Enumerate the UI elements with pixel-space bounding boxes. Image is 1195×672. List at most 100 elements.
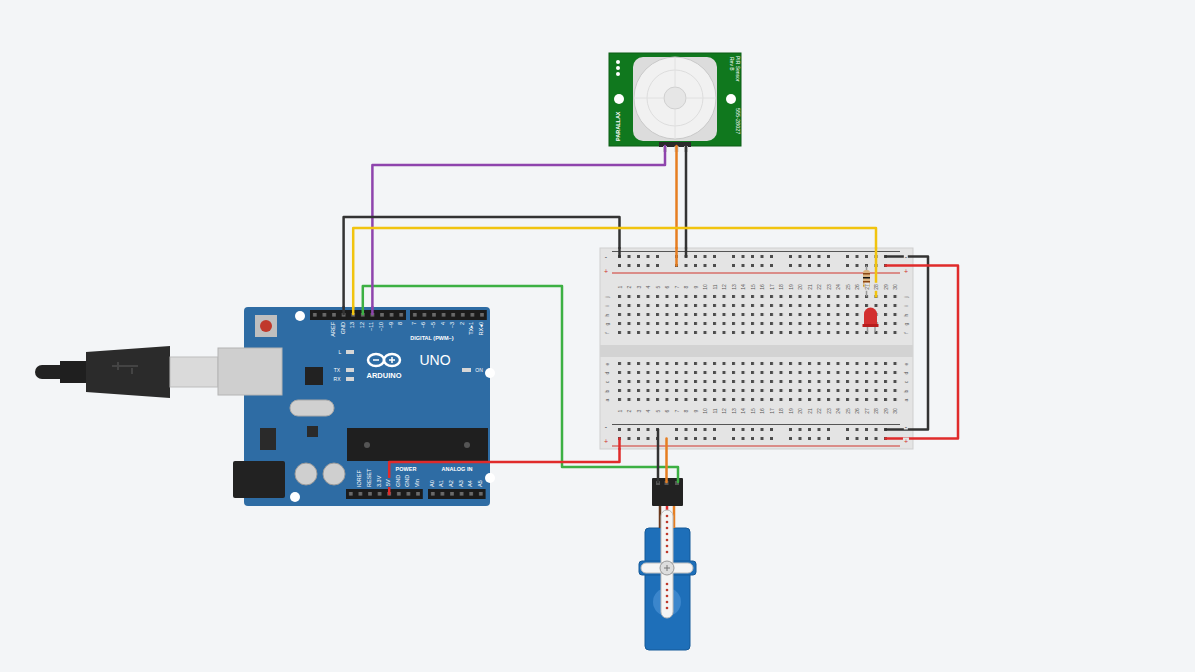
breadboard-label: e (605, 361, 610, 366)
breadboard-label: 29 (883, 283, 888, 291)
breadboard-label: 2 (627, 285, 632, 290)
breadboard-label: 28 (874, 407, 879, 415)
breadboard-label: h (904, 312, 909, 317)
pir-sensor-illustration (609, 53, 741, 152)
breadboard-label: e (904, 361, 909, 366)
board-label: ~11 (370, 322, 376, 331)
ground-wire (344, 217, 620, 307)
board-label: GND (396, 475, 402, 487)
breadboard-label: 20 (798, 283, 803, 291)
breadboard-label: 26 (855, 283, 860, 291)
board-label: 2 (460, 322, 466, 325)
breadboard-label: - (904, 253, 908, 260)
breadboard-label: 21 (807, 283, 812, 291)
breadboard-label: 27 (864, 407, 869, 415)
breadboard-label: 26 (855, 407, 860, 415)
sensor-label: Rev B (729, 57, 734, 71)
breadboard-label: c (605, 379, 610, 384)
breadboard-label: 4 (646, 409, 651, 414)
breadboard-label: 5 (655, 285, 660, 290)
board-label: ANALOG IN (442, 467, 473, 473)
board-label: A2 (449, 480, 455, 487)
breadboard-label: 13 (731, 283, 736, 291)
breadboard-label: j (605, 295, 610, 298)
board-label: Vin (415, 479, 421, 487)
breadboard-label: 25 (845, 283, 850, 291)
breadboard-label: a (904, 397, 909, 402)
breadboard-label: - (604, 423, 608, 430)
board-label: RX◂0 (479, 322, 485, 335)
board-label: RESET (367, 469, 373, 487)
board-label: AREF (331, 322, 337, 337)
breadboard-label: 1 (617, 285, 622, 290)
breadboard-label: 29 (883, 407, 888, 415)
breadboard-label: 24 (836, 283, 841, 291)
arduino-board: AREFGND1312~11~10~987~6~54~32TX▸1RX◂0DIG… (244, 307, 490, 506)
breadboard-label: + (903, 438, 909, 445)
breadboard-label: 18 (779, 407, 784, 415)
breadboard-label: 9 (693, 409, 698, 414)
breadboard-label: 11 (712, 407, 717, 414)
breadboard-label: f (904, 331, 909, 334)
breadboard-label: 19 (788, 407, 793, 415)
sensor-label: PARALLAX (616, 111, 622, 141)
breadboard-label: 18 (779, 283, 784, 291)
breadboard-label: 4 (646, 285, 651, 290)
breadboard-label: 2 (627, 409, 632, 414)
board-label: GND (341, 322, 347, 334)
breadboard-label: g (904, 321, 909, 326)
board-label: GND (406, 475, 412, 487)
breadboard-label: b (904, 388, 909, 393)
breadboard-label: 27 (864, 283, 869, 291)
breadboard-label: j (904, 295, 909, 298)
breadboard-label: 15 (750, 283, 755, 291)
board-label: 13 (350, 322, 356, 328)
power-wire (389, 449, 619, 494)
breadboard-label: 23 (826, 407, 831, 415)
breadboard-label: g (605, 321, 610, 326)
breadboard-label: 14 (741, 407, 746, 415)
breadboard-label: - (904, 423, 908, 430)
breadboard-label: 8 (684, 409, 689, 414)
ground-wire (685, 146, 688, 248)
breadboard-label: 17 (769, 283, 774, 291)
board-label: ~6 (422, 322, 428, 328)
breadboard-label: 11 (712, 283, 717, 290)
servo-illustration (639, 478, 696, 650)
arduino-illustration (218, 307, 495, 506)
board-label: A0 (430, 480, 436, 487)
board-label: 5V (386, 478, 392, 487)
breadboard-label: 13 (731, 407, 736, 415)
breadboard-label: 7 (674, 409, 679, 414)
breadboard-label: 19 (788, 283, 793, 291)
breadboard-label: 5 (655, 409, 660, 414)
breadboard-label: 22 (817, 283, 822, 291)
board-label: 7 (412, 322, 418, 325)
breadboard-label: 12 (722, 283, 727, 291)
board-label: 8 (398, 322, 404, 325)
breadboard: -+-+123456789101112131415161718192021222… (600, 248, 913, 449)
breadboard-illustration (600, 248, 958, 449)
breadboard-label: 28 (874, 283, 879, 291)
breadboard-label: 23 (826, 283, 831, 291)
breadboard-label: 17 (769, 407, 774, 415)
signal-wire (372, 146, 665, 307)
breadboard-label: i (904, 304, 909, 307)
breadboard-label: + (603, 268, 609, 275)
breadboard-label: 25 (845, 407, 850, 415)
breadboard-label: b (605, 388, 610, 393)
breadboard-label: 12 (722, 407, 727, 415)
breadboard-label: 15 (750, 407, 755, 415)
breadboard-label: - (604, 253, 608, 260)
board-label: 12 (360, 322, 366, 328)
breadboard-label: c (904, 379, 909, 384)
board-label: A4 (468, 480, 474, 487)
breadboard-label: 22 (817, 407, 822, 415)
board-label: ~10 (379, 322, 385, 331)
breadboard-label: h (605, 312, 610, 317)
breadboard-label: 21 (807, 407, 812, 415)
breadboard-label: 6 (665, 409, 670, 414)
breadboard-label: 9 (693, 285, 698, 290)
